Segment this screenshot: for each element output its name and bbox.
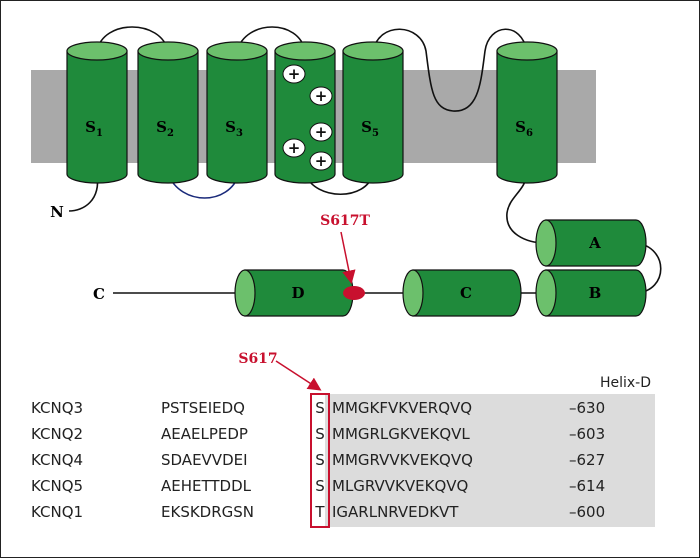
transmembrane-segment-s1: S1 (66, 41, 128, 184)
helix-d-region-box (325, 394, 655, 527)
s6-to-helix-a-line (506, 173, 547, 244)
helix-a-label: A (588, 234, 601, 252)
helix-d-label: D (291, 284, 304, 302)
sequence-prefix: SDAEVVDEI (161, 451, 248, 469)
c-terminus-label: C (93, 285, 105, 303)
gene-name: KCNQ1 (31, 503, 83, 521)
transmembrane-segment-s3: S3 (206, 41, 268, 184)
helix-d: D (234, 269, 354, 317)
sequence-suffix: IGARLNRVEDKVT (332, 503, 459, 521)
positive-charge-icon: + (282, 138, 306, 158)
helix-c: C (402, 269, 522, 317)
helix-d-region-title: Helix-D (600, 375, 651, 391)
residue-number: –603 (569, 425, 605, 443)
residue-number: –627 (569, 451, 605, 469)
segment-label: S6 (515, 118, 533, 139)
residue-number: –600 (569, 503, 605, 521)
sequence-prefix: EKSKDRGSN (161, 503, 254, 521)
sequence-suffix: MMGKFVKVERQVQ (332, 399, 472, 417)
helix-c-label: C (460, 284, 472, 302)
svg-text:+: + (315, 87, 328, 105)
alignment-row: KCNQ3 PSTSEIEDQ S MMGKFVKVERQVQ –630 (31, 399, 605, 417)
n-terminus-label: N (50, 203, 64, 221)
pore-loop (372, 28, 528, 112)
helix-a: A (535, 219, 647, 267)
gene-name: KCNQ4 (31, 451, 83, 469)
helix-b-label: B (589, 284, 602, 302)
helix-b: B (535, 269, 647, 317)
gene-name: KCNQ3 (31, 399, 83, 417)
sequence-suffix: MMGRVVKVEKQVQ (332, 451, 473, 469)
alignment-row: KCNQ4 SDAEVVDEI S MMGRVVKVEKQVQ –627 (31, 451, 605, 469)
positive-charge-icon: + (309, 86, 333, 106)
sequence-prefix: PSTSEIEDQ (161, 399, 245, 417)
svg-text:+: + (288, 65, 301, 83)
alignment-row: KCNQ5 AEHETTDDL S MLGRVVKVEKQVQ –614 (31, 477, 605, 495)
site-residue: S (315, 477, 325, 495)
transmembrane-segment-s2: S2 (137, 41, 199, 184)
segment-label: S3 (225, 118, 243, 139)
svg-text:+: + (288, 139, 301, 157)
sequence-suffix: MMGRLGKVEKQVL (332, 425, 470, 443)
gene-name: KCNQ2 (31, 425, 83, 443)
site-column-box (310, 393, 330, 528)
svg-text:+: + (315, 123, 328, 141)
mutation-label: S617T (320, 213, 370, 229)
sequence-suffix: MLGRVVKVEKQVQ (332, 477, 468, 495)
segment-label: S1 (85, 118, 103, 139)
site-residue: S (315, 451, 325, 469)
site-residue: S (315, 425, 325, 443)
alignment-row: KCNQ2 AEAELPEDP S MMGRLGKVEKQVL –603 (31, 425, 605, 443)
site-residue: S (315, 399, 325, 417)
sequence-prefix: AEHETTDDL (161, 477, 252, 495)
sequence-prefix: AEAELPEDP (161, 425, 248, 443)
positive-charge-icon: + (309, 122, 333, 142)
mutation-site-marker (343, 286, 365, 300)
transmembrane-segment-s6: S6 (496, 41, 558, 184)
site-arrow (275, 360, 322, 391)
site-residue: T (314, 503, 325, 521)
residue-number: –614 (569, 477, 605, 495)
svg-text:+: + (315, 152, 328, 170)
residue-number: –630 (569, 399, 605, 417)
positive-charge-icon: + (282, 64, 306, 84)
alignment-row: KCNQ1 EKSKDRGSN T IGARLNRVEDKVT –600 (31, 503, 605, 521)
gene-name: KCNQ5 (31, 477, 83, 495)
site-label: S617 (238, 351, 277, 367)
segment-label: S2 (156, 118, 174, 139)
mutation-arrow (340, 231, 356, 284)
s4-positive-charges: + + + + + (282, 64, 333, 171)
positive-charge-icon: + (309, 151, 333, 171)
segment-label: S5 (361, 118, 379, 139)
transmembrane-segment-s5: S5 (342, 41, 404, 184)
